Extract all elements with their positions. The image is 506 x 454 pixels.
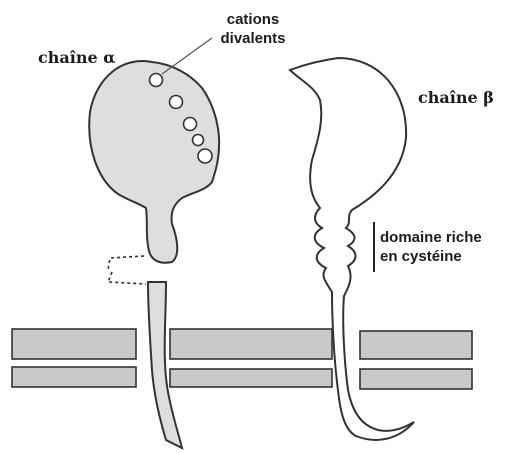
cysteine-domain-label: domaine riche en cystéine: [380, 228, 482, 266]
membrane-upper-right: [360, 331, 472, 359]
membrane-lower-middle: [170, 369, 332, 387]
cysteine-label-line1: domaine riche: [380, 228, 482, 247]
beta-chain-label: chaîne β: [418, 88, 494, 108]
membrane-lower-left: [12, 367, 136, 387]
alpha-chain-shape: [89, 61, 219, 263]
cation-site-1: [150, 74, 163, 87]
alpha-transmembrane-stalk: [148, 282, 182, 448]
alpha-disulfide-link: [108, 256, 146, 284]
cations-label-line1: cations: [206, 10, 300, 29]
cysteine-label-line2: en cystéine: [380, 247, 482, 266]
alpha-chain-label: chaîne α: [38, 48, 116, 68]
cation-site-4: [193, 135, 204, 146]
membrane-lower-right: [360, 369, 472, 389]
cation-site-5: [198, 149, 212, 163]
cations-label-line2: divalents: [206, 29, 300, 48]
cations-label: cations divalents: [206, 10, 300, 48]
cation-site-2: [170, 96, 183, 109]
membrane-upper-left: [12, 329, 136, 359]
cation-site-3: [184, 118, 197, 131]
cations-leader-line: [162, 38, 212, 74]
membrane-upper-middle: [170, 329, 332, 359]
cell-membrane: [12, 329, 472, 389]
